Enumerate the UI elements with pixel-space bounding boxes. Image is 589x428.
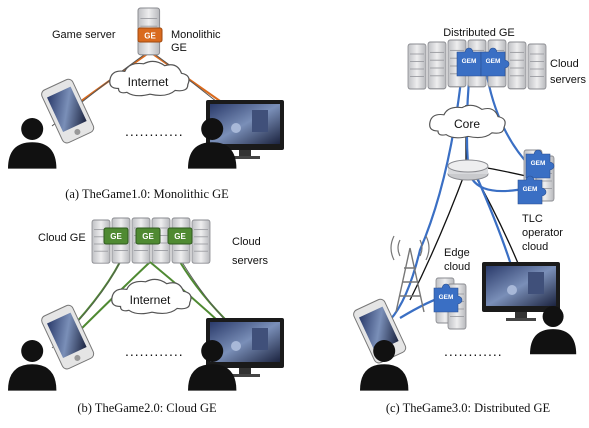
ge-chip-1-label: GE <box>110 232 122 241</box>
gem-label-2: GEM <box>486 58 501 65</box>
ge-chip-1 <box>103 227 129 245</box>
ge-chip-2 <box>135 227 161 245</box>
ge-chip-2-label: GE <box>142 232 154 241</box>
smartphone-icon <box>39 77 96 146</box>
ge-chip <box>137 27 163 43</box>
monolithic-ge-label: GE <box>171 42 187 54</box>
ge-chip-3 <box>167 227 193 245</box>
smartphone-icon <box>39 303 96 372</box>
player-left-icon <box>8 118 57 169</box>
ge-chip-label: GE <box>144 32 156 41</box>
edge-label: Edge <box>444 247 470 259</box>
gem-label-4: GEM <box>523 186 538 193</box>
cloud-label: Cloud <box>232 236 261 248</box>
gem-label-5: GEM <box>439 294 454 301</box>
cloud-ge-label: Cloud GE <box>38 232 86 244</box>
player-left-icon <box>8 340 57 391</box>
internet-label: Internet <box>130 293 171 307</box>
core-label: Core <box>454 117 480 131</box>
gem-label-1: GEM <box>462 58 477 65</box>
monolithic-label: Monolithic <box>171 29 221 41</box>
panel-a: GE Game server Monolithic GE Internet ..… <box>8 7 284 201</box>
cloud-label: Cloud <box>550 58 579 70</box>
gem-label-3: GEM <box>531 160 546 167</box>
cloud-label-tlc: cloud <box>522 241 548 253</box>
player-right-icon <box>530 306 577 355</box>
more-players-dots: ............ <box>125 123 184 139</box>
more-players-dots: ............ <box>444 343 503 359</box>
internet-label: Internet <box>128 75 169 89</box>
servers-label: servers <box>550 74 587 86</box>
operator-label: operator <box>522 227 563 239</box>
panel-b: GE GE GE Cloud GE Cloud servers Internet… <box>8 217 284 415</box>
caption-b: (b) TheGame2.0: Cloud GE <box>77 401 217 415</box>
more-players-dots: ............ <box>125 343 184 359</box>
edge-cloud-label: cloud <box>444 261 470 273</box>
router-icon <box>447 159 489 181</box>
antenna-tower-icon <box>390 235 430 313</box>
game-server-label: Game server <box>52 29 116 41</box>
ge-chip-3-label: GE <box>174 232 186 241</box>
gem-link-4 <box>474 174 514 269</box>
servers-label: servers <box>232 255 269 267</box>
distributed-ge-label: Distributed GE <box>443 27 515 39</box>
tlc-label: TLC <box>522 213 543 225</box>
panel-c: GEM GEM Distributed GE Cloud servers Cor… <box>351 27 587 415</box>
caption-a: (a) TheGame1.0: Monolithic GE <box>65 187 229 201</box>
caption-c: (c) TheGame3.0: Distributed GE <box>386 401 551 415</box>
